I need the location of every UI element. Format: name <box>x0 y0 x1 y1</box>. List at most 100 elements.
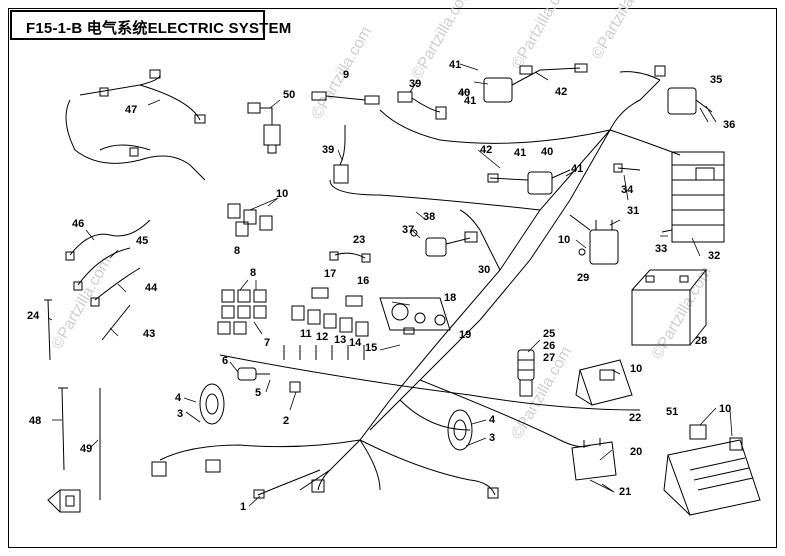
watermark-text: ©Partzilla.com <box>409 0 475 82</box>
callout-14: 14 <box>349 337 362 349</box>
callout-32: 32 <box>708 250 720 262</box>
watermark-text: ©Partzilla.com <box>509 344 575 442</box>
module-20 <box>571 438 617 481</box>
watermark-text: ©Partzilla.com <box>49 254 115 352</box>
regulator-32 <box>609 129 725 243</box>
horns-4 <box>199 383 473 451</box>
switch-38 <box>410 229 478 257</box>
callout-6: 6 <box>222 355 228 367</box>
bottom-connectors <box>151 459 499 499</box>
callout-41d: 41 <box>571 163 583 175</box>
callout-26: 26 <box>543 340 555 352</box>
callout-41b: 41 <box>464 95 476 107</box>
callout-46: 46 <box>72 218 84 230</box>
callout-20: 20 <box>630 446 642 458</box>
callout-21: 21 <box>619 486 631 498</box>
callout-47: 47 <box>125 104 137 116</box>
cable-9 <box>311 91 380 105</box>
callout-44: 44 <box>145 282 158 294</box>
callout-2: 2 <box>283 415 289 427</box>
callout-5: 5 <box>255 387 261 399</box>
callout-12: 12 <box>316 331 328 343</box>
callout-33: 33 <box>655 243 667 255</box>
callout-29: 29 <box>577 272 589 284</box>
callout-39b: 39 <box>322 144 334 156</box>
callout-45: 45 <box>136 235 148 247</box>
callout-40: 40 <box>458 87 470 99</box>
callout-10d: 10 <box>719 403 731 415</box>
watermark-text: ©Partzilla.com <box>309 24 375 122</box>
relay-40 <box>483 63 588 195</box>
callout-25: 25 <box>543 328 555 340</box>
callout-49: 49 <box>80 443 92 455</box>
page-title: F15-1-B 电气系统ELECTRIC SYSTEM <box>26 20 292 37</box>
callout-50: 50 <box>283 89 295 101</box>
relays-8 <box>217 289 267 335</box>
watermark-text: ©Partzilla.com <box>649 264 715 362</box>
connector-25 <box>517 349 535 397</box>
callout-22: 22 <box>629 412 641 424</box>
callout-19: 19 <box>459 329 471 341</box>
callout-10: 10 <box>276 188 288 200</box>
callout-10b: 10 <box>558 234 570 246</box>
callout-37: 37 <box>402 224 414 236</box>
connectors-16-17 <box>311 287 363 307</box>
callout-23: 23 <box>353 234 365 246</box>
sub-harness-47 <box>65 69 206 181</box>
battery-28 <box>631 269 708 346</box>
callout-39: 39 <box>409 78 421 90</box>
callout-10c: 10 <box>630 363 642 375</box>
callout-42: 42 <box>555 86 567 98</box>
callout-3b: 3 <box>489 432 495 444</box>
callout-38: 38 <box>423 211 435 223</box>
callout-35: 35 <box>710 74 722 86</box>
sensor-50 <box>247 102 281 154</box>
ecu-22 <box>575 359 633 406</box>
callout-4: 4 <box>175 392 182 404</box>
callout-28: 28 <box>695 335 707 347</box>
sensor-39 <box>333 91 447 184</box>
callout-labels: 1 2 3 3 4 4 5 6 7 8 8 9 10 10 10 10 11 1… <box>27 59 735 513</box>
callout-31: 31 <box>627 205 639 217</box>
callout-51: 51 <box>666 406 678 418</box>
callout-17: 17 <box>324 268 336 280</box>
corner-icon <box>47 489 81 513</box>
callout-48: 48 <box>29 415 41 427</box>
rods-24-48-49 <box>44 299 101 500</box>
callout-27: 27 <box>543 352 555 364</box>
leader-lines <box>47 63 733 507</box>
watermark-text: ©Partzilla.com <box>509 0 575 72</box>
callout-3: 3 <box>177 408 183 420</box>
callout-1: 1 <box>240 501 246 513</box>
callout-8: 8 <box>250 267 256 279</box>
harness-23 <box>329 251 371 263</box>
callout-30: 30 <box>478 264 490 276</box>
relays-10-upper <box>227 203 273 237</box>
cables-43-46 <box>65 219 151 341</box>
callout-36: 36 <box>723 119 735 131</box>
callout-11: 11 <box>300 328 312 340</box>
fuse-parts-18 <box>379 297 451 335</box>
diagram-frame <box>8 8 777 548</box>
callout-15: 15 <box>365 342 377 354</box>
callout-18: 18 <box>444 292 456 304</box>
callout-42b: 42 <box>480 144 492 156</box>
callout-7: 7 <box>264 337 270 349</box>
callout-43: 43 <box>143 328 155 340</box>
controller-51 <box>663 424 761 516</box>
callout-41: 41 <box>449 59 461 71</box>
callout-16: 16 <box>357 275 369 287</box>
watermark-text: ©Partzilla.com <box>589 0 655 62</box>
callout-8b: 8 <box>234 245 240 257</box>
starter-relay-29 <box>569 214 619 265</box>
callout-24: 24 <box>27 310 40 322</box>
fuses-11-15 <box>283 305 369 360</box>
callout-13: 13 <box>334 334 346 346</box>
main-harness <box>159 79 661 496</box>
parts-5-6 <box>237 367 301 393</box>
relay-35 <box>619 65 713 115</box>
sensor-1 <box>253 469 321 499</box>
callout-34: 34 <box>621 184 634 196</box>
callout-41c: 41 <box>514 147 526 159</box>
